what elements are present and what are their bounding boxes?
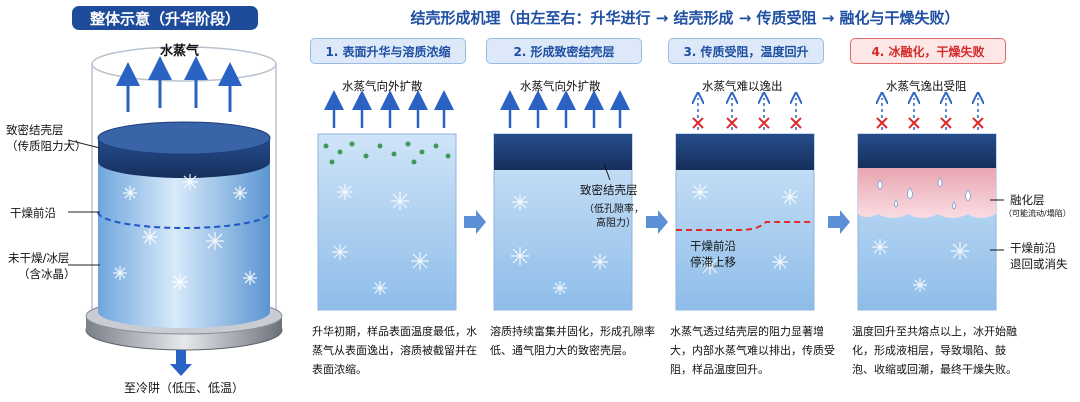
step-2-label: 2. 形成致密结壳层 [486,38,642,64]
stage-2-description: 溶质持续富集并固化，形成孔隙率低、通气阻力大的致密壳层。 [490,325,655,357]
vapor-label: 水蒸气 [160,44,200,59]
stage-2-callout-line1: 致密结壳层 [580,183,638,197]
ice-layer-label-line1: 未干燥/冰层 [8,251,70,265]
condenser-label: 至冷阱（低压、低温） [124,381,245,395]
stage-3-callout-line1: 干燥前沿 [690,239,736,253]
stage-4-front-label: 干燥前沿 [1010,241,1056,255]
stage-4-front-note: 退回或消失 [1010,257,1068,271]
stage-4-panel [857,98,1004,311]
overview-title: 整体示意（升华阶段） [72,6,258,30]
shell-label-line1: 致密结壳层 [6,123,64,137]
stage-1-description: 升华初期，样品表面温度最低，水蒸气从表面逸出，溶质被截留并在表面浓缩。 [312,325,477,376]
stage-2-callout-line2: （低孔隙率， [584,204,644,215]
vial-cylinder [67,46,283,376]
stage-1-top-label: 水蒸气向外扩散 [342,79,423,93]
shell-label-line2: （传质阻力大） [6,139,87,153]
stage-2-callout-line3: 高阻力） [596,218,636,229]
stage-3-description: 水蒸气透过结壳层的阻力显著增大，内部水蒸气难以排出，传质受阻，样品温度回升。 [670,325,835,376]
step-3-label: 3. 传质受阻，温度回升 [668,38,824,64]
drying-front-label: 干燥前沿 [10,206,56,220]
stage-4-melt-label: 融化层 [1010,193,1045,207]
flow-arrows [464,210,850,234]
ice-layer-label-line2: （含冰晶） [18,267,76,281]
stage-4-top-label: 水蒸气逸出受阻 [886,79,967,93]
mechanism-title: 结壳形成机理（由左至右：升华进行 → 结壳形成 → 传质受阻 → 融化与干燥失败… [410,9,960,27]
stage-4-melt-note: （可能流动/塌陷） [1004,209,1071,218]
stage-1-panel [317,90,457,311]
stage-3-top-label: 水蒸气难以逸出 [702,79,783,93]
stage-4-description: 温度回升至共熔点以上，冰开始融化，形成液相层，导致塌陷、鼓泡、收缩或回潮，最终干… [852,325,1017,376]
stage-2-top-label: 水蒸气向外扩散 [520,79,601,93]
step-4-label: 4. 冰融化，干燥失败 [850,38,1006,64]
stage-2-panel [493,90,633,311]
step-1-label: 1. 表面升华与溶质浓缩 [310,38,466,64]
stage-3-callout-line2: 停滞上移 [690,255,736,269]
stage-3-panel [675,98,815,311]
